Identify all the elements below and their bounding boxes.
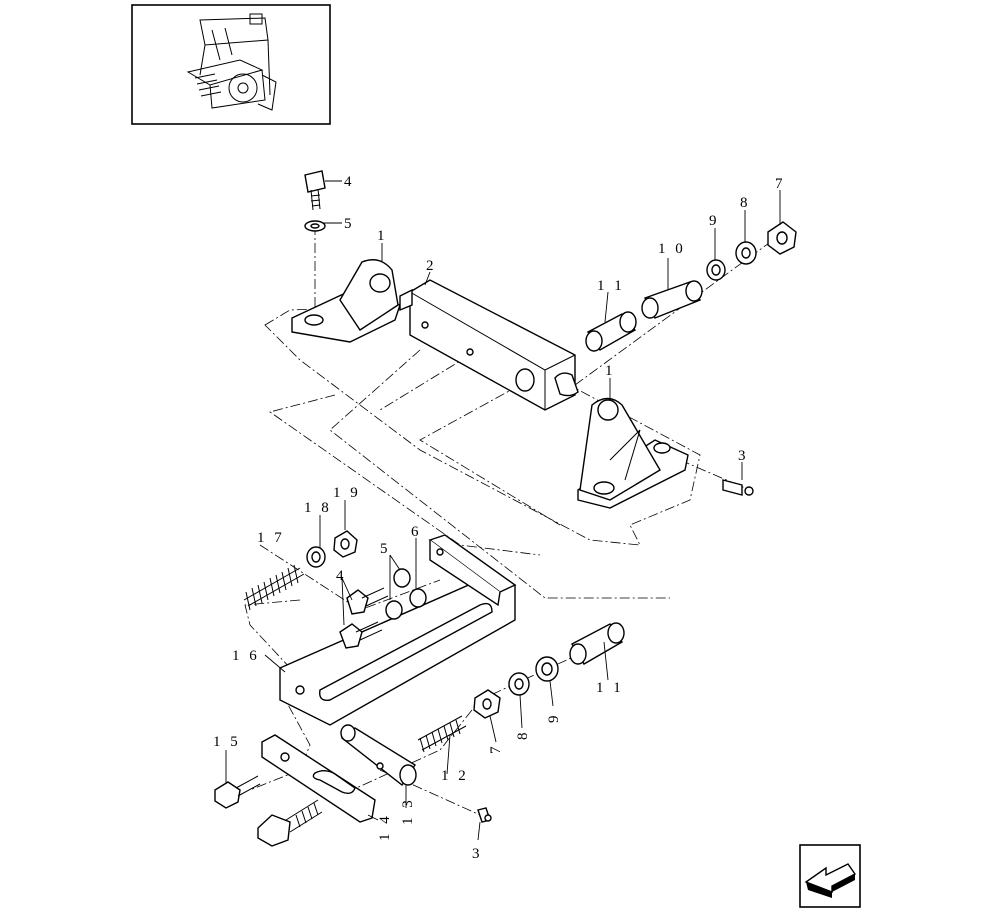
washer-top[interactable]	[304, 220, 326, 232]
machine-overview-thumbnail[interactable]	[131, 4, 331, 125]
washer-9-bottom[interactable]	[535, 656, 559, 682]
washer-9-top[interactable]	[706, 259, 726, 281]
callout-11-bottom: 1 1	[596, 680, 624, 696]
pin-13[interactable]	[340, 724, 417, 787]
callout-6: 6	[411, 524, 422, 540]
callout-3-right: 3	[738, 448, 749, 464]
bushing-bottom-11[interactable]	[569, 622, 625, 665]
callout-13: 1 3	[400, 797, 416, 825]
callout-4-top: 4	[344, 174, 355, 190]
spring-17[interactable]	[243, 564, 305, 611]
callout-19: 1 9	[333, 485, 361, 501]
washer-8-bottom[interactable]	[508, 672, 530, 696]
spacer-10[interactable]	[641, 280, 703, 319]
threaded-rod-12[interactable]	[417, 715, 467, 753]
nut-7-top[interactable]	[767, 221, 797, 255]
callout-8-bottom: 8	[515, 730, 531, 741]
callout-7-bottom: 7	[488, 744, 504, 755]
pivot-bracket-right[interactable]	[577, 397, 689, 509]
callout-9-bottom: 9	[546, 713, 562, 724]
callout-16: 1 6	[232, 648, 260, 664]
bolt-4-mid[interactable]	[339, 587, 389, 649]
callout-1-right: 1	[605, 363, 616, 379]
callout-9-top: 9	[709, 213, 720, 229]
bushing-top-11[interactable]	[585, 311, 637, 352]
square-tube[interactable]	[399, 279, 579, 411]
callout-15: 1 5	[213, 734, 241, 750]
callout-1-left: 1	[377, 228, 388, 244]
long-bolt[interactable]	[257, 799, 323, 847]
washer-6[interactable]	[409, 588, 427, 608]
back-arrow-icon[interactable]	[799, 844, 861, 908]
washer-8-top[interactable]	[735, 241, 757, 265]
callout-5-top: 5	[344, 216, 355, 232]
washer-18[interactable]	[306, 546, 326, 568]
grease-fitting-right[interactable]	[722, 479, 754, 496]
grease-fitting-bottom[interactable]	[477, 807, 492, 823]
bolt-top[interactable]	[304, 170, 326, 211]
pivot-bracket-left[interactable]	[291, 259, 401, 343]
callout-11-top: 1 1	[597, 278, 625, 294]
callout-3-bottom: 3	[472, 846, 483, 862]
callout-17: 1 7	[257, 530, 285, 546]
bolt-15[interactable]	[214, 775, 261, 809]
nut-7-bottom[interactable]	[473, 689, 501, 719]
callout-labels: 4 5 1 2 1 1 1 0 9 8 7 1 3 1 9 1 8 1 7 6 …	[213, 174, 786, 862]
callout-18: 1 8	[304, 500, 332, 516]
callout-2: 2	[426, 258, 437, 274]
callout-12: 1 2	[441, 768, 469, 784]
callout-leaders	[225, 180, 781, 841]
slotted-bracket-16[interactable]	[279, 534, 517, 726]
callout-8-top: 8	[740, 195, 751, 211]
callout-4-mid: 4	[336, 568, 347, 584]
callout-5-mid: 5	[380, 541, 391, 557]
slotted-plate-14[interactable]	[261, 734, 376, 823]
callout-10: 1 0	[658, 241, 686, 257]
nut-19[interactable]	[333, 530, 358, 558]
callout-7-top: 7	[775, 176, 786, 192]
washer-5-mid[interactable]	[385, 568, 411, 620]
callout-14: 1 4	[377, 813, 393, 841]
